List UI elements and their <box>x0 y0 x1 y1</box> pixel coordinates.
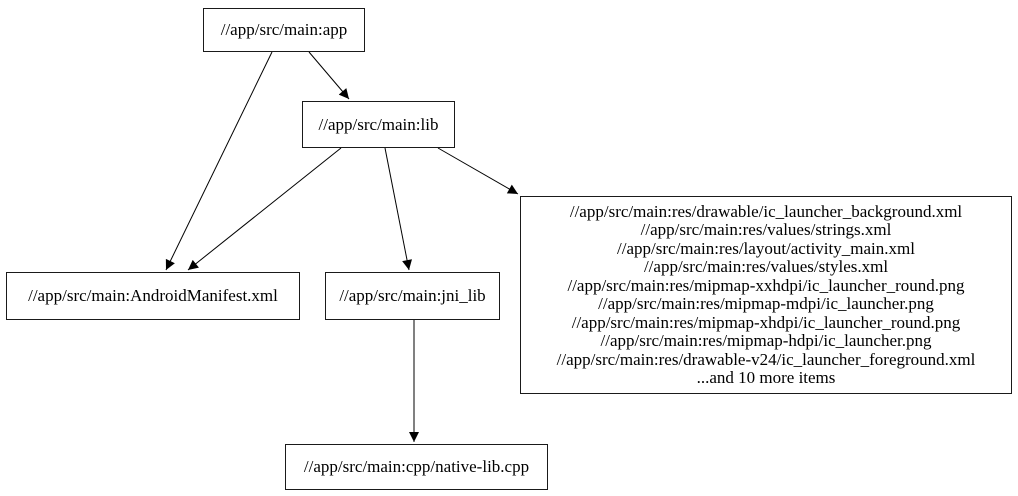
node-res-group-target: //app/src/main:res/drawable/ic_launcher_… <box>520 196 1012 394</box>
res-group-line: //app/src/main:res/mipmap-xhdpi/ic_launc… <box>571 312 961 332</box>
node-app-target: //app/src/main:app <box>203 8 365 52</box>
node-native-lib-target: //app/src/main:cpp/native-lib.cpp <box>285 444 548 490</box>
edge-app-to-lib <box>308 51 350 100</box>
res-group-more-items-line: ...and 10 more items <box>696 368 836 387</box>
res-group-line: //app/src/main:res/drawable/ic_launcher_… <box>569 201 963 221</box>
edge-lib-to-android-manifest <box>187 147 342 271</box>
res-group-line: //app/src/main:res/mipmap-hdpi/ic_launch… <box>600 331 932 350</box>
edge-lib-to-jni-lib <box>384 147 412 271</box>
node-jni-lib-label: //app/src/main:jni_lib <box>339 286 486 305</box>
res-group-line: //app/src/main:res/layout/activity_main.… <box>617 238 915 258</box>
edge-lib-to-res-group <box>437 147 519 195</box>
node-lib-target: //app/src/main:lib <box>302 101 455 148</box>
node-jni-lib-target: //app/src/main:jni_lib <box>325 272 500 320</box>
res-group-line: //app/src/main:res/mipmap-xxhdpi/ic_laun… <box>567 275 965 295</box>
node-lib-label: //app/src/main:lib <box>318 114 439 134</box>
node-native-lib-label: //app/src/main:cpp/native-lib.cpp <box>303 457 530 476</box>
node-android-manifest-target: //app/src/main:AndroidManifest.xml <box>6 272 300 320</box>
node-android-manifest-label: //app/src/main:AndroidManifest.xml <box>28 286 278 305</box>
res-group-line: //app/src/main:res/values/styles.xml <box>643 257 889 276</box>
node-app-label: //app/src/main:app <box>220 20 348 39</box>
edge-app-to-android-manifest <box>165 51 273 271</box>
res-group-line: //app/src/main:res/mipmap-mdpi/ic_launch… <box>598 294 934 313</box>
res-group-line: //app/src/main:res/values/strings.xml <box>640 220 892 239</box>
res-group-line: //app/src/main:res/drawable-v24/ic_launc… <box>556 349 976 369</box>
